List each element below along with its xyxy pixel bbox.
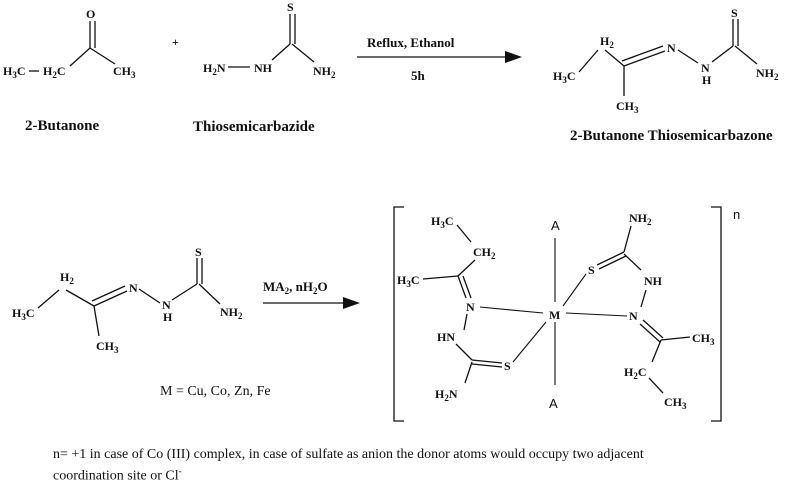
footnote-line-1: n= +1 in case of Co (III) complex, in ca… xyxy=(53,447,644,462)
butanone-structure: H3C H2C O CH3 xyxy=(3,7,136,80)
atom-h2c: H2 xyxy=(600,34,614,50)
thiosemicarbazone-structure: H3C H2 CH3 N N H S NH2 xyxy=(553,6,779,115)
atom-nh-h: H xyxy=(702,73,712,87)
atom-nh2-product: NH2 xyxy=(756,66,779,82)
atom-h2c-right: H2C xyxy=(624,365,647,381)
atom-n1: N xyxy=(667,41,676,55)
atom-h2-ligand: H2 xyxy=(60,270,74,286)
atom-ch3-bottom: CH3 xyxy=(664,395,687,411)
butanone-label: 2-Butanone xyxy=(25,118,100,134)
atom-s-right: S xyxy=(588,263,595,277)
footnote: n= +1 in case of Co (III) complex, in ca… xyxy=(53,446,773,485)
atom-ch3-right: CH3 xyxy=(113,64,136,80)
atom-n-right: N xyxy=(629,309,638,323)
right-bracket xyxy=(711,206,722,422)
atom-nh: NH xyxy=(254,61,273,75)
atom-h3c-ligand: H3C xyxy=(12,306,35,322)
atom-h2n-left: H2N xyxy=(435,387,458,403)
atom-o: O xyxy=(86,7,95,21)
atom-ch3: H3C xyxy=(3,64,26,80)
metal-complex: n A M A H3C CH2 H3C N HN S H2N NH2 S xyxy=(393,206,740,422)
arrow-head-2 xyxy=(343,297,360,309)
left-bracket xyxy=(393,206,404,422)
condition-reagent: MA2, nH2O xyxy=(263,279,328,296)
axial-ligand-bottom: A xyxy=(549,396,558,411)
metal-center: M xyxy=(549,308,560,322)
atom-h-ligand: H xyxy=(163,310,173,324)
atom-s-ligand: S xyxy=(195,245,202,259)
atom-h3c-left: H3C xyxy=(397,273,420,289)
atom-h2n: H2N xyxy=(203,61,226,77)
atom-n2-ligand: N xyxy=(162,298,171,312)
atom-s-left: S xyxy=(504,359,511,373)
atom-hn-left: HN xyxy=(437,330,455,344)
atom-s: S xyxy=(287,0,294,14)
charge-n: n xyxy=(733,207,740,222)
atom-ch3-right-complex: CH3 xyxy=(692,331,715,347)
atom-n-left: N xyxy=(466,300,475,314)
arrow-head-1 xyxy=(505,51,522,63)
atom-nh2: NH2 xyxy=(313,64,336,80)
atom-n2: N xyxy=(701,61,710,75)
plus-sign: + xyxy=(172,35,179,49)
condition-reflux: Reflux, Ethanol xyxy=(367,35,455,50)
atom-ch2-top: CH2 xyxy=(473,245,496,261)
atom-ch2: H2C xyxy=(43,64,66,80)
thiosemicarbazide-label: Thiosemicarbazide xyxy=(193,119,315,135)
footnote-superscript: - xyxy=(178,466,182,476)
atom-nh2-right: NH2 xyxy=(629,211,652,227)
atom-h3c: H3C xyxy=(553,69,576,85)
atom-ch3-product: CH3 xyxy=(616,99,639,115)
footnote-line-2-text: coordination site or Cl xyxy=(53,468,179,484)
atom-ch3-ligand: CH3 xyxy=(96,339,119,355)
atom-nh2-ligand: NH2 xyxy=(220,305,243,321)
metal-list: M = Cu, Co, Zn, Fe xyxy=(160,384,271,399)
atom-s-product: S xyxy=(731,6,738,20)
product-label: 2-Butanone Thiosemicarbazone xyxy=(570,128,773,144)
atom-nh-right: NH xyxy=(644,274,663,288)
thiosemicarbazide-structure: H2N NH S NH2 xyxy=(203,0,336,80)
atom-n1-ligand: N xyxy=(129,281,138,295)
axial-ligand-top: A xyxy=(551,218,560,233)
atom-h3c-top: H3C xyxy=(431,214,454,230)
condition-time: 5h xyxy=(411,68,426,83)
ligand-structure: H3C H2 CH3 N N H S NH2 xyxy=(12,245,243,355)
footnote-line-2: coordination site or Cl- xyxy=(53,463,773,485)
